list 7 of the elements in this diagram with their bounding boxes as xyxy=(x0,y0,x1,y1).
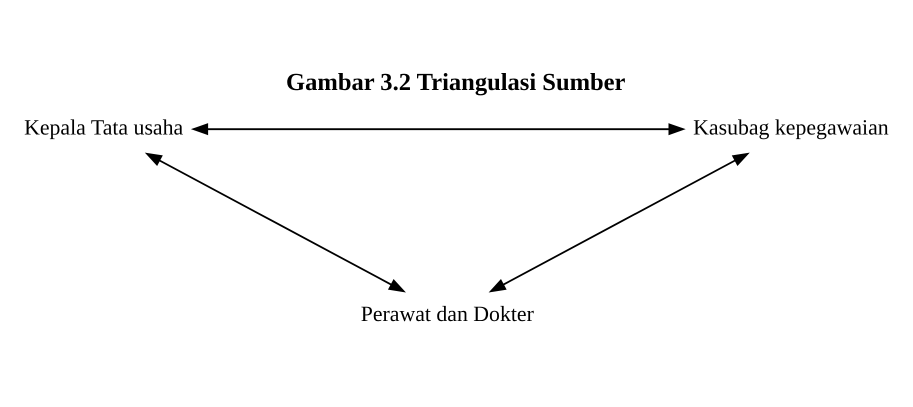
node-text: Perawat dan Dokter xyxy=(360,302,534,326)
diagram-title: Gambar 3.2 Triangulasi Sumber xyxy=(286,69,626,96)
node-text: Kepala Tata usaha xyxy=(24,115,184,140)
arrow xyxy=(190,123,686,136)
arrow xyxy=(144,152,406,292)
arrow xyxy=(488,152,750,292)
node-text: Kasubag kepegawaian xyxy=(693,115,889,140)
